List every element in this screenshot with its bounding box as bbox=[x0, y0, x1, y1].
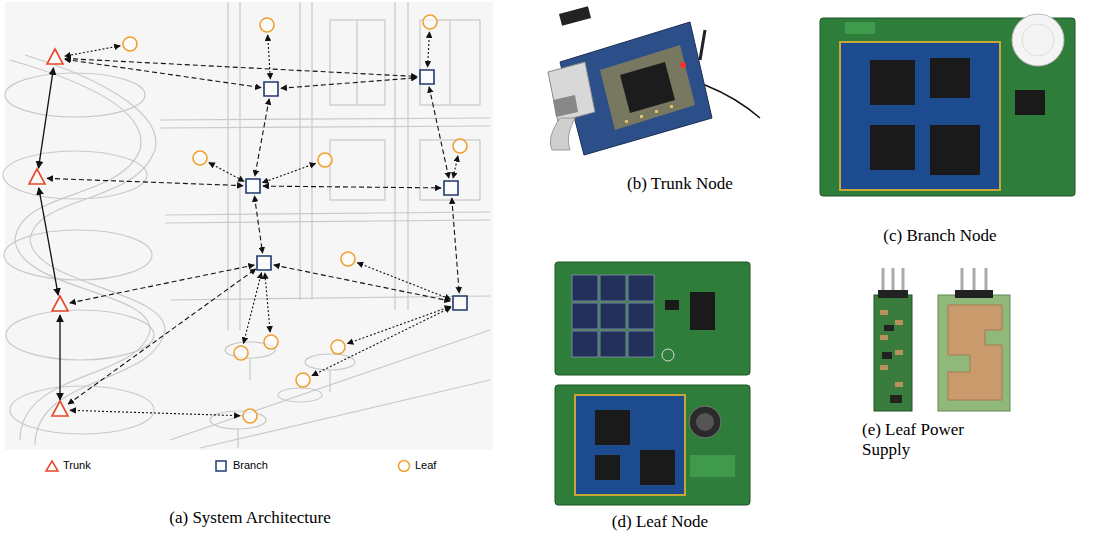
network-link bbox=[357, 263, 450, 300]
leaf-marker bbox=[243, 409, 257, 423]
subfigure-caption: (e) Leaf Power Supply bbox=[862, 420, 1012, 461]
network-link bbox=[254, 196, 262, 253]
leaf-marker bbox=[296, 373, 310, 387]
network-link bbox=[39, 188, 58, 295]
network-link bbox=[65, 59, 417, 77]
branch-marker bbox=[264, 82, 278, 96]
legend-label: Branch bbox=[233, 459, 268, 472]
branch-marker bbox=[246, 179, 260, 193]
network-link bbox=[255, 99, 269, 176]
leaf-marker bbox=[453, 139, 467, 153]
network-link bbox=[243, 273, 261, 344]
trunk-marker bbox=[52, 296, 68, 311]
subfigure-caption: (b) Trunk Node bbox=[590, 174, 770, 194]
network-link bbox=[265, 273, 270, 332]
leaf-marker bbox=[264, 335, 278, 349]
subfigure-caption: (d) Leaf Node bbox=[570, 512, 750, 532]
network-link bbox=[65, 46, 120, 56]
network-link bbox=[452, 198, 459, 293]
network-link bbox=[347, 306, 450, 343]
leaf-marker bbox=[331, 340, 345, 354]
leaf-marker bbox=[260, 18, 274, 32]
leaf-marker bbox=[193, 151, 207, 165]
branch-marker bbox=[420, 70, 434, 84]
power-supply-photo bbox=[874, 268, 1010, 411]
network-link bbox=[429, 87, 449, 178]
subfigure-caption: (c) Branch Node bbox=[850, 226, 1030, 246]
trunk-marker bbox=[52, 401, 68, 416]
network-link bbox=[428, 32, 430, 67]
network-link bbox=[209, 163, 244, 182]
network-link bbox=[274, 265, 450, 301]
network-link bbox=[68, 269, 256, 404]
legend-label: Leaf bbox=[415, 459, 436, 472]
network-link bbox=[262, 163, 315, 182]
network-link bbox=[281, 78, 417, 88]
legend-label: Trunk bbox=[63, 459, 91, 472]
trunk-node-photo bbox=[548, 6, 760, 155]
network-overlay bbox=[29, 15, 467, 423]
branch-marker bbox=[257, 256, 271, 270]
atrium-photo bbox=[3, 2, 493, 450]
network-link bbox=[47, 178, 243, 185]
trunk-marker bbox=[47, 49, 63, 64]
network-link bbox=[268, 35, 271, 79]
leaf-marker bbox=[341, 252, 355, 266]
network-link bbox=[312, 307, 451, 375]
branch-marker bbox=[453, 296, 467, 310]
leaf-node-photo bbox=[555, 262, 750, 505]
branch-node-photo bbox=[820, 14, 1075, 196]
network-link bbox=[70, 265, 254, 303]
network-link bbox=[263, 186, 441, 188]
leaf-marker bbox=[234, 346, 248, 360]
leaf-marker bbox=[123, 37, 137, 51]
network-link bbox=[38, 68, 53, 168]
subfigure-caption: (a) System Architecture bbox=[120, 508, 380, 528]
leaf-marker bbox=[423, 15, 437, 29]
leaf-marker bbox=[318, 153, 332, 167]
network-link bbox=[453, 156, 458, 178]
branch-marker bbox=[444, 181, 458, 195]
network-link bbox=[59, 315, 60, 400]
legend-samples bbox=[46, 461, 410, 472]
trunk-marker bbox=[29, 169, 45, 184]
network-link bbox=[70, 410, 240, 415]
